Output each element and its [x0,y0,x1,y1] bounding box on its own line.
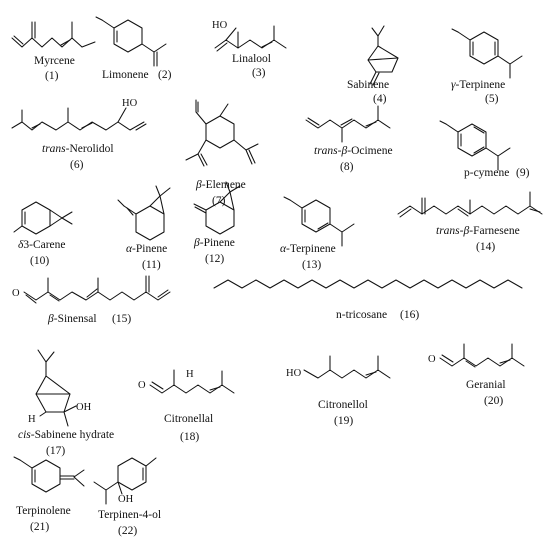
atom-ho-citronellol: HO [286,368,302,379]
number-citronellal: (18) [180,431,199,443]
label-sabinene-hydrate: cis-Sabinene hydrate [18,429,114,441]
structure-alpha-pinene [117,185,171,241]
atom-ho-nerolidol: HO [122,98,138,109]
structure-beta-pinene [193,181,241,235]
structure-alpha-terpinene [283,196,355,247]
structure-carene [13,201,73,235]
label-elemene: β-Elemene [195,179,246,191]
structure-sabinene [367,25,399,86]
atom-ho-linalool: HO [212,20,228,31]
structure-gamma-terpinene [451,28,523,79]
atom-o-citronellal: O [138,380,146,391]
number-terpinolene: (21) [30,521,49,533]
label-limonene: Limonene [102,69,149,81]
structure-nerolidol [11,107,147,131]
label-ocimene: trans-β-Ocimene [314,145,393,157]
number-myrcene: (1) [45,70,59,82]
number-elemene: (7) [212,195,226,207]
number-alpha-pinene: (11) [142,259,161,271]
structure-myrcene [11,21,96,48]
atom-oh-sabinene-hydrate: OH [76,402,92,413]
number-tricosane: (16) [400,309,419,321]
number-citronellol: (19) [334,415,353,427]
structure-elemene [185,99,259,167]
atom-o-sinensal: O [12,288,20,299]
label-geranial: Geranial [466,379,506,391]
structure-citronellal [149,369,235,394]
label-citronellal: Citronellal [164,413,213,425]
number-sabinene: (4) [373,93,387,105]
structure-p-cymene [439,120,511,171]
structure-ocimene [305,105,391,143]
label-sabinene: Sabinene [347,79,389,91]
label-p-cymene: p-cymene [464,167,509,179]
label-terpinolene: Terpinolene [16,505,71,517]
number-beta-pinene: (12) [205,253,224,265]
label-alpha-terpinene: α-Terpinene [280,243,336,255]
atom-h-sabinene-hydrate: H [28,414,36,425]
label-terpinen-4-ol: Terpinen-4-ol [98,509,161,521]
number-alpha-terpinene: (13) [302,259,321,271]
number-sinensal: (15) [112,313,131,325]
structure-limonene [95,16,167,67]
structure-citronellol [303,355,391,379]
structure-sabinene-hydrate [35,349,77,427]
number-nerolidol: (6) [70,159,84,171]
label-sinensal: β-Sinensal [47,313,97,325]
label-citronellol: Citronellol [318,399,368,411]
number-terpinen-4-ol: (22) [118,525,137,537]
label-alpha-pinene: α-Pinene [126,243,167,255]
label-beta-pinene: β-Pinene [193,237,235,249]
label-linalool: Linalool [232,53,271,65]
label-gamma-terpinene: γ-Terpinene [451,79,505,91]
number-sabinene-hydrate: (17) [46,445,65,457]
atom-h-citronellal: H [186,369,194,380]
number-p-cymene: (9) [516,167,530,179]
label-nerolidol: trans-Nerolidol [42,143,114,155]
label-myrcene: Myrcene [34,55,75,67]
number-carene: (10) [30,255,49,267]
number-limonene: (2) [158,69,172,81]
label-farnesene: trans-β-Farnesene [436,225,520,237]
label-carene: δ3-Carene [18,239,66,251]
structure-farnesene [397,191,543,218]
atom-o-geranial: O [428,354,436,365]
structure-tricosane [213,279,523,289]
structure-terpinolene [13,456,85,493]
number-ocimene: (8) [340,161,354,173]
atom-oh-terpinen-4-ol: OH [118,494,134,505]
number-farnesene: (14) [476,241,495,253]
number-linalool: (3) [252,67,266,79]
structure-sinensal [23,275,171,304]
structure-geranial [439,343,525,368]
label-tricosane: n-tricosane [336,309,387,321]
number-geranial: (20) [484,395,503,407]
number-gamma-terpinene: (5) [485,93,499,105]
structure-terpinen-4-ol [93,457,157,505]
structure-linalool [214,25,287,52]
